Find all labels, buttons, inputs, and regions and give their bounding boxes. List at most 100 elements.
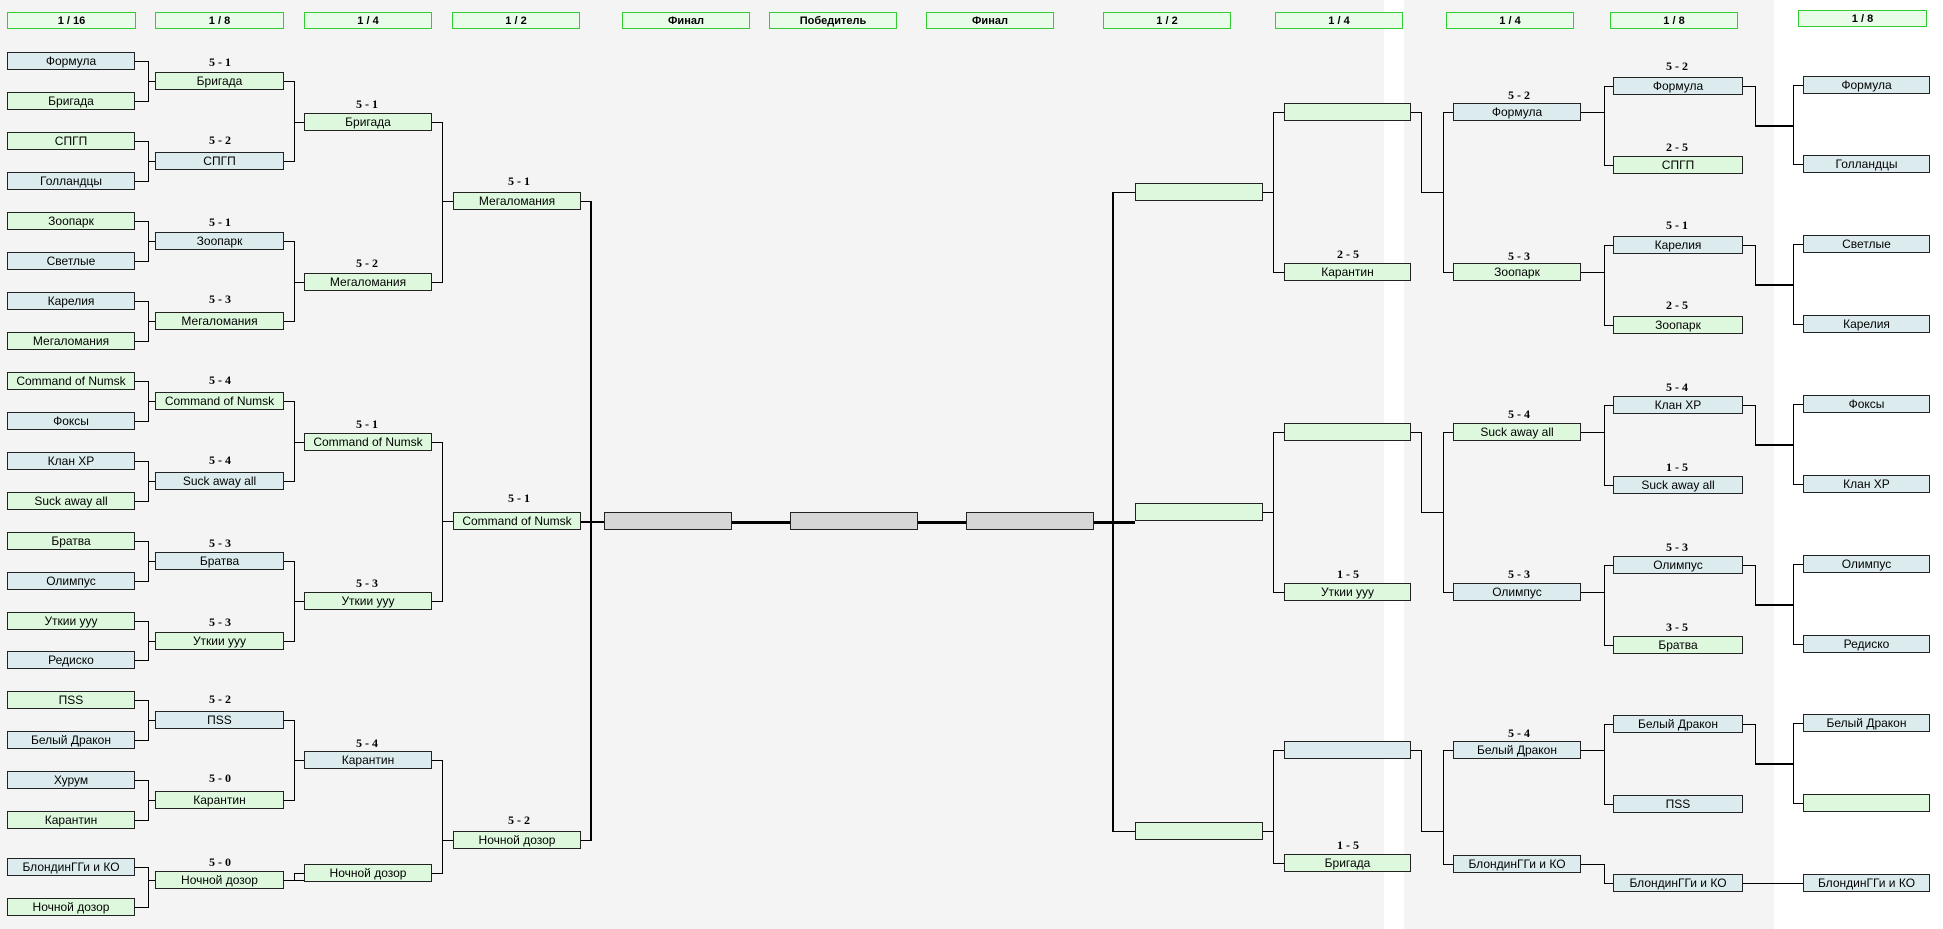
team-slot[interactable]: Карантин [155, 791, 284, 809]
team-slot[interactable]: Белый Дракон [1803, 714, 1930, 732]
team-slot[interactable]: Command of Numsk [7, 372, 135, 390]
team-slot[interactable] [1284, 423, 1411, 441]
connector-line [148, 561, 155, 562]
team-slot[interactable]: ПSS [7, 691, 135, 709]
team-slot[interactable]: Олимпус [1803, 555, 1930, 573]
team-slot[interactable]: БлондинГГи и КО [1803, 874, 1930, 892]
connector-line [1755, 284, 1793, 286]
team-slot[interactable]: Голландцы [7, 172, 135, 190]
team-slot[interactable]: Бригада [1284, 854, 1411, 872]
team-slot[interactable]: Светлые [7, 252, 135, 270]
team-slot[interactable]: Редиско [7, 651, 135, 669]
team-slot[interactable]: Command of Numsk [155, 392, 284, 410]
team-slot[interactable]: Клан XP [1613, 396, 1743, 414]
team-slot[interactable]: Мегаломания [453, 192, 581, 210]
team-slot[interactable] [1284, 741, 1411, 759]
match-score: 1 - 5 [1337, 838, 1359, 852]
team-slot[interactable]: Олимпус [1453, 583, 1581, 601]
team-slot[interactable]: Бригада [7, 92, 135, 110]
team-slot[interactable]: Уткии ууу [7, 612, 135, 630]
team-slot[interactable]: Олимпус [7, 572, 135, 590]
team-slot[interactable]: Олимпус [1613, 556, 1743, 574]
team-slot[interactable]: Зоопарк [7, 212, 135, 230]
team-slot[interactable]: Ночной дозор [304, 864, 432, 882]
team-slot[interactable]: Голландцы [1803, 155, 1930, 173]
team-slot[interactable]: Клан XP [1803, 475, 1930, 493]
team-slot[interactable]: СПГП [7, 132, 135, 150]
team-slot[interactable]: Бригада [304, 113, 432, 131]
connector-line [442, 122, 443, 283]
team-slot[interactable]: Карелия [1803, 315, 1930, 333]
round-header: 1 / 16 [7, 12, 136, 29]
team-slot[interactable]: Зоопарк [155, 232, 284, 250]
team-slot[interactable]: Клан XP [7, 452, 135, 470]
connector-line [294, 601, 304, 602]
team-slot[interactable]: ПSS [155, 711, 284, 729]
team-slot[interactable]: Command of Numsk [304, 433, 432, 451]
team-slot[interactable]: БлондинГГи и КО [1453, 855, 1581, 873]
team-slot[interactable]: Редиско [1803, 635, 1930, 653]
final-left-slot[interactable] [604, 512, 732, 530]
connector-line [1793, 244, 1803, 245]
team-slot[interactable]: Братва [7, 532, 135, 550]
team-slot[interactable]: Command of Numsk [453, 512, 581, 530]
team-slot[interactable]: СПГП [155, 152, 284, 170]
team-slot[interactable]: Ночной дозор [7, 898, 135, 916]
team-slot[interactable]: Карелия [1613, 236, 1743, 254]
team-slot[interactable]: Карантин [7, 811, 135, 829]
team-slot[interactable]: ПSS [1613, 795, 1743, 813]
team-slot[interactable]: Братва [1613, 636, 1743, 654]
connector-line [432, 873, 442, 874]
team-slot[interactable]: Suck away all [1613, 476, 1743, 494]
connector-line [1273, 112, 1274, 273]
team-slot[interactable]: БлондинГГи и КО [1613, 874, 1743, 892]
connector-line [1743, 245, 1755, 246]
connector-line [1421, 192, 1443, 193]
team-slot[interactable]: Мегаломания [155, 312, 284, 330]
team-slot[interactable] [1135, 183, 1263, 201]
team-slot[interactable]: Белый Дракон [7, 731, 135, 749]
team-slot[interactable]: Suck away all [1453, 423, 1581, 441]
team-slot[interactable]: Уткии ууу [155, 632, 284, 650]
team-slot[interactable]: Карелия [7, 292, 135, 310]
final-right-slot[interactable] [966, 512, 1094, 530]
team-slot[interactable]: Ночной дозор [453, 831, 581, 849]
team-slot[interactable] [1284, 103, 1411, 121]
match-score: 5 - 2 [209, 692, 231, 706]
team-slot[interactable]: Мегаломания [304, 273, 432, 291]
team-slot[interactable]: Карантин [1284, 263, 1411, 281]
team-slot[interactable]: Братва [155, 552, 284, 570]
team-slot[interactable]: СПГП [1613, 156, 1743, 174]
team-slot[interactable]: Светлые [1803, 235, 1930, 253]
team-slot[interactable]: Карантин [304, 751, 432, 769]
team-slot[interactable]: БлондинГГи и КО [7, 858, 135, 876]
connector-line [1581, 272, 1604, 273]
winner-slot[interactable] [790, 512, 918, 530]
team-slot[interactable]: Бригада [155, 72, 284, 90]
team-slot[interactable]: Уткии ууу [1284, 583, 1411, 601]
team-slot[interactable] [1803, 794, 1930, 812]
team-slot[interactable]: Ночной дозор [155, 871, 284, 889]
team-slot[interactable]: Хурум [7, 771, 135, 789]
team-slot[interactable] [1135, 503, 1263, 521]
team-slot[interactable]: Формула [7, 52, 135, 70]
team-slot[interactable]: Белый Дракон [1613, 715, 1743, 733]
team-slot[interactable]: Формула [1803, 76, 1930, 94]
team-slot[interactable]: Формула [1613, 77, 1743, 95]
team-slot[interactable] [1135, 822, 1263, 840]
team-slot[interactable]: Формула [1453, 103, 1581, 121]
team-slot[interactable]: Suck away all [7, 492, 135, 510]
team-slot[interactable]: Уткии ууу [304, 592, 432, 610]
team-slot[interactable]: Белый Дракон [1453, 741, 1581, 759]
team-slot[interactable]: Фоксы [7, 412, 135, 430]
match-score: 5 - 1 [508, 174, 530, 188]
team-slot[interactable]: Фоксы [1803, 395, 1930, 413]
team-slot[interactable]: Зоопарк [1453, 263, 1581, 281]
match-score: 5 - 2 [356, 256, 378, 270]
connector-line [1604, 565, 1613, 566]
team-slot[interactable]: Мегаломания [7, 332, 135, 350]
team-slot[interactable]: Suck away all [155, 472, 284, 490]
connector-line [1273, 432, 1274, 593]
connector-line [1755, 245, 1756, 284]
team-slot[interactable]: Зоопарк [1613, 316, 1743, 334]
